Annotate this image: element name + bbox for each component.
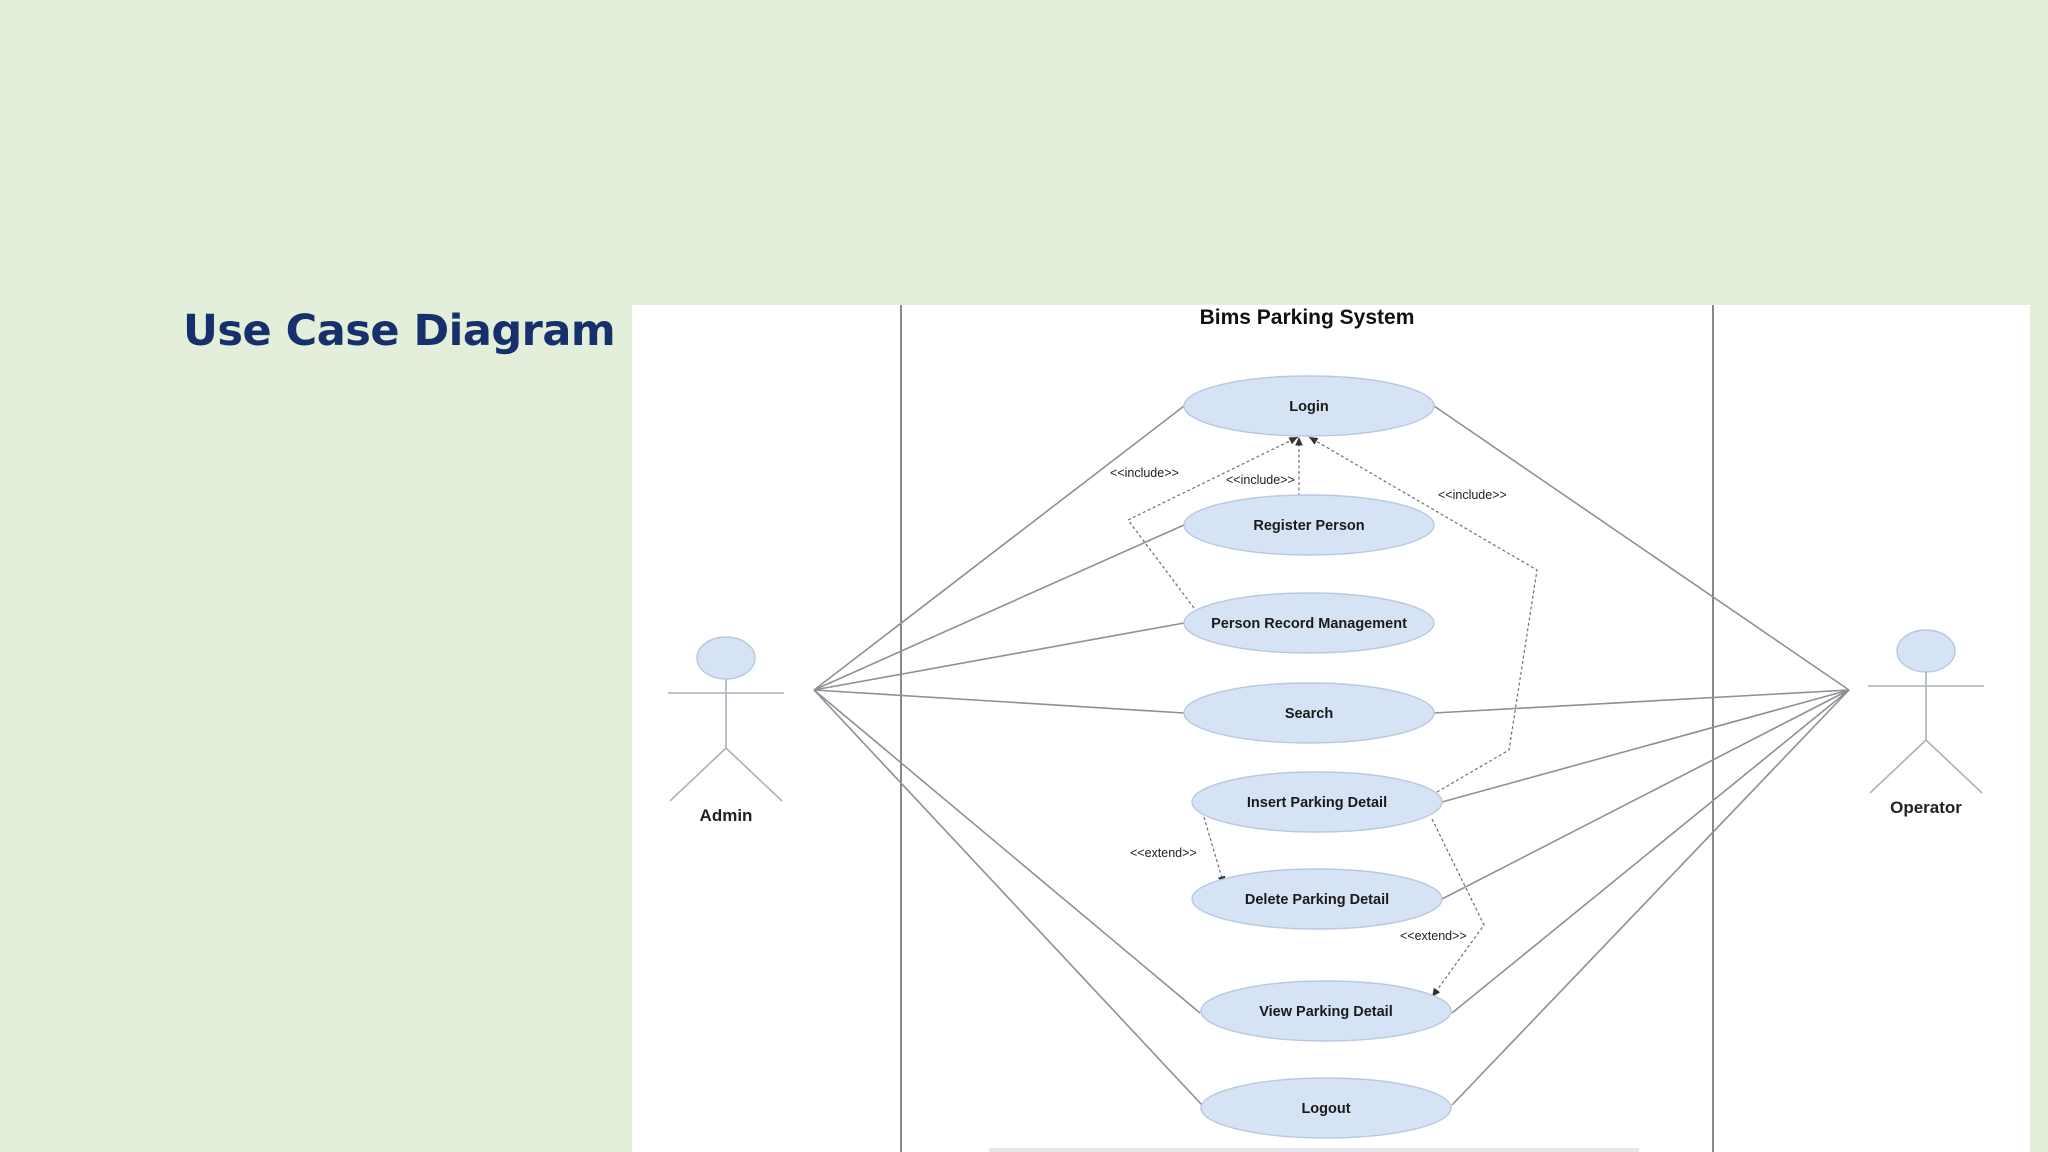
system-title: Bims Parking System <box>1200 306 1415 329</box>
use-case-delete-parking-detail: Delete Parking Detail <box>1191 868 1443 930</box>
assoc-operator-insert <box>1441 689 1850 803</box>
use-case-ellipse <box>1183 682 1435 744</box>
use-case-ellipse <box>1183 592 1435 654</box>
use-case-ellipse <box>1183 375 1435 437</box>
include-insert-to-login <box>1308 436 1538 793</box>
admin-associations <box>813 405 1203 1106</box>
assoc-operator-logout <box>1451 689 1850 1106</box>
extend-insert-to-delete <box>1203 816 1226 886</box>
extend-label-view: <<extend>> <box>1400 929 1467 943</box>
use-case-view-parking-detail: View Parking Detail <box>1200 980 1452 1042</box>
assoc-operator-search <box>1433 689 1850 714</box>
actor-admin: Admin <box>668 636 784 825</box>
bottom-scroll-strip <box>989 1148 1639 1152</box>
actor-leg-right <box>1925 739 1983 794</box>
slide-title: Use Case Diagram <box>183 306 616 356</box>
include-label-insert: <<include>> <box>1438 488 1507 502</box>
assoc-operator-delete <box>1441 689 1850 900</box>
use-case-register-person: Register Person <box>1183 494 1435 556</box>
use-case-label: View Parking Detail <box>1259 1004 1393 1020</box>
actor-label: Operator <box>1890 798 1962 817</box>
actor-head <box>1896 629 1956 673</box>
actor-leg-right <box>725 747 783 802</box>
actor-label: Admin <box>700 806 753 825</box>
use-case-diagram: Bims Parking System <box>632 305 2030 1152</box>
actor-operator: Operator <box>1868 629 1984 817</box>
dependencies <box>1127 436 1538 998</box>
use-case-label: Logout <box>1301 1101 1350 1117</box>
diagram-canvas: Bims Parking System <box>668 305 1984 1152</box>
assoc-admin-register <box>813 524 1185 691</box>
extend-insert-to-view <box>1431 818 1485 998</box>
use-case-ellipse <box>1191 868 1443 930</box>
assoc-operator-view <box>1451 689 1850 1014</box>
use-case-label: Register Person <box>1253 518 1364 534</box>
use-case-label: Login <box>1289 399 1328 415</box>
use-case-ellipse <box>1191 771 1443 833</box>
assoc-admin-logout <box>813 689 1203 1106</box>
include-label-person-record: <<include>> <box>1110 466 1179 480</box>
use-case-insert-parking-detail: Insert Parking Detail <box>1191 771 1443 833</box>
assoc-admin-view <box>813 689 1201 1014</box>
actor-leg-left <box>1869 739 1927 794</box>
assoc-operator-login <box>1433 405 1850 691</box>
use-case-label: Delete Parking Detail <box>1245 892 1389 908</box>
operator-associations <box>1433 405 1850 1106</box>
use-case-label: Person Record Management <box>1211 616 1407 632</box>
use-case-ellipse <box>1200 980 1452 1042</box>
actor-head <box>696 636 756 680</box>
actor-leg-left <box>669 747 727 802</box>
assoc-admin-person-record <box>813 622 1185 691</box>
use-case-logout: Logout <box>1200 1077 1452 1139</box>
extend-label-delete: <<extend>> <box>1130 846 1197 860</box>
use-case-person-record-management: Person Record Management <box>1183 592 1435 654</box>
use-case-search: Search <box>1183 682 1435 744</box>
use-case-label: Search <box>1285 706 1333 722</box>
include-label-register: <<include>> <box>1226 473 1295 487</box>
include-person-record-to-login <box>1127 436 1299 609</box>
use-case-label: Insert Parking Detail <box>1247 795 1387 811</box>
assoc-admin-login <box>813 405 1185 691</box>
assoc-admin-search <box>813 689 1185 714</box>
use-case-ellipse <box>1183 494 1435 556</box>
use-case-login: Login <box>1183 375 1435 437</box>
use-case-ellipse <box>1200 1077 1452 1139</box>
